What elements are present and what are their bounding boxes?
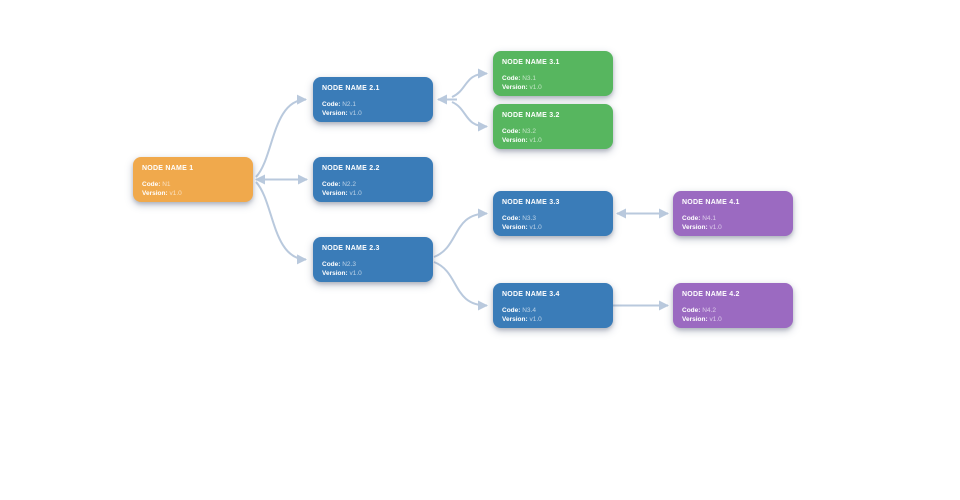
node-code-line: Code: N4.2 xyxy=(682,306,784,315)
code-label: Code: xyxy=(502,215,521,222)
code-label: Code: xyxy=(502,128,521,135)
node-version-line: Version: v1.0 xyxy=(502,315,604,324)
code-value: N2.2 xyxy=(342,181,356,188)
version-label: Version: xyxy=(322,190,348,197)
node-version-line: Version: v1.0 xyxy=(502,223,604,232)
node-2-1[interactable]: NODE NAME 2.1 Code: N2.1 Version: v1.0 xyxy=(313,77,433,122)
edge-1-to-2-1 xyxy=(255,94,307,178)
node-title: NODE NAME 3.4 xyxy=(502,291,560,298)
edge-2-1-to-3-1 xyxy=(451,68,488,98)
version-value: v1.0 xyxy=(529,84,542,91)
code-label: Code: xyxy=(142,181,161,188)
node-title: NODE NAME 2.1 xyxy=(322,85,380,92)
code-label: Code: xyxy=(682,215,701,222)
node-1[interactable]: NODE NAME 1 Code: N1 Version: v1.0 xyxy=(133,157,253,202)
code-label: Code: xyxy=(502,307,521,314)
code-value: N2.1 xyxy=(342,101,356,108)
node-version-line: Version: v1.0 xyxy=(142,189,244,198)
version-label: Version: xyxy=(682,316,708,323)
version-label: Version: xyxy=(682,224,708,231)
node-code-line: Code: N2.3 xyxy=(322,260,424,269)
node-title: NODE NAME 1 xyxy=(142,165,194,172)
node-code-line: Code: N3.1 xyxy=(502,74,604,83)
version-label: Version: xyxy=(322,110,348,117)
edge-2-1-to-3-2 xyxy=(451,101,488,132)
node-2-3[interactable]: NODE NAME 2.3 Code: N2.3 Version: v1.0 xyxy=(313,237,433,282)
node-title: NODE NAME 2.2 xyxy=(322,165,380,172)
version-label: Version: xyxy=(502,316,528,323)
version-value: v1.0 xyxy=(529,137,542,144)
code-label: Code: xyxy=(322,261,341,268)
version-label: Version: xyxy=(502,84,528,91)
code-value: N4.1 xyxy=(702,215,716,222)
code-value: N3.1 xyxy=(522,75,536,82)
version-value: v1.0 xyxy=(169,190,182,197)
node-2-2[interactable]: NODE NAME 2.2 Code: N2.2 Version: v1.0 xyxy=(313,157,433,202)
node-version-line: Version: v1.0 xyxy=(322,109,424,118)
version-label: Version: xyxy=(142,190,168,197)
version-value: v1.0 xyxy=(709,316,722,323)
version-label: Version: xyxy=(322,270,348,277)
node-version-line: Version: v1.0 xyxy=(682,315,784,324)
node-code-line: Code: N1 xyxy=(142,180,244,189)
node-code-line: Code: N3.4 xyxy=(502,306,604,315)
node-4-1[interactable]: NODE NAME 4.1 Code: N4.1 Version: v1.0 xyxy=(673,191,793,236)
edge-2-3-to-3-4 xyxy=(433,261,488,311)
version-value: v1.0 xyxy=(349,110,362,117)
node-version-line: Version: v1.0 xyxy=(682,223,784,232)
node-version-line: Version: v1.0 xyxy=(502,83,604,92)
code-value: N3.4 xyxy=(522,307,536,314)
node-code-line: Code: N3.3 xyxy=(502,214,604,223)
node-title: NODE NAME 3.2 xyxy=(502,112,560,119)
node-version-line: Version: v1.0 xyxy=(322,269,424,278)
node-title: NODE NAME 3.1 xyxy=(502,59,560,66)
version-value: v1.0 xyxy=(529,224,542,231)
node-title: NODE NAME 4.2 xyxy=(682,291,740,298)
node-3-4[interactable]: NODE NAME 3.4 Code: N3.4 Version: v1.0 xyxy=(493,283,613,328)
node-code-line: Code: N3.2 xyxy=(502,127,604,136)
node-title: NODE NAME 2.3 xyxy=(322,245,380,252)
version-value: v1.0 xyxy=(349,270,362,277)
node-title: NODE NAME 3.3 xyxy=(502,199,560,206)
node-code-line: Code: N2.2 xyxy=(322,180,424,189)
node-version-line: Version: v1.0 xyxy=(322,189,424,198)
edge-group xyxy=(255,68,669,311)
code-label: Code: xyxy=(322,101,341,108)
code-value: N4.2 xyxy=(702,307,716,314)
node-3-2[interactable]: NODE NAME 3.2 Code: N3.2 Version: v1.0 xyxy=(493,104,613,149)
code-value: N1 xyxy=(162,181,171,188)
code-label: Code: xyxy=(682,307,701,314)
node-version-line: Version: v1.0 xyxy=(502,136,604,145)
edge-2-3-to-3-3 xyxy=(433,208,488,258)
edge-1-to-2-3 xyxy=(255,181,307,265)
code-label: Code: xyxy=(322,181,341,188)
code-label: Code: xyxy=(502,75,521,82)
version-label: Version: xyxy=(502,224,528,231)
code-value: N2.3 xyxy=(342,261,356,268)
code-value: N3.2 xyxy=(522,128,536,135)
node-3-1[interactable]: NODE NAME 3.1 Code: N3.1 Version: v1.0 xyxy=(493,51,613,96)
version-value: v1.0 xyxy=(709,224,722,231)
node-3-3[interactable]: NODE NAME 3.3 Code: N3.3 Version: v1.0 xyxy=(493,191,613,236)
node-code-line: Code: N2.1 xyxy=(322,100,424,109)
version-value: v1.0 xyxy=(529,316,542,323)
version-label: Version: xyxy=(502,137,528,144)
version-value: v1.0 xyxy=(349,190,362,197)
code-value: N3.3 xyxy=(522,215,536,222)
node-title: NODE NAME 4.1 xyxy=(682,199,740,206)
node-code-line: Code: N4.1 xyxy=(682,214,784,223)
node-4-2[interactable]: NODE NAME 4.2 Code: N4.2 Version: v1.0 xyxy=(673,283,793,328)
